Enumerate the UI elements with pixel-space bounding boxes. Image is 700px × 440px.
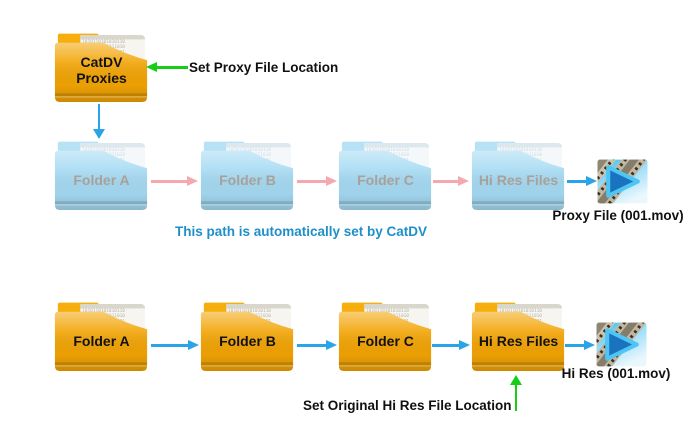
folder-label: Folder A	[73, 172, 130, 188]
hires-folder-b: Folder B	[199, 302, 296, 372]
hires-folder-c: Folder C	[337, 302, 434, 372]
proxy-a-to-b-arrow-icon	[151, 176, 198, 187]
hires-c-to-hires-arrow-icon	[432, 340, 470, 351]
proxy-file-icon	[597, 159, 648, 204]
hires-to-file-arrow-icon	[565, 340, 595, 351]
hires-a-to-b-arrow-icon	[151, 340, 199, 351]
proxy-folder-hires: Hi Res Files	[470, 141, 567, 211]
folder-label: Folder A	[73, 333, 130, 349]
set-proxy-arrow-icon	[146, 62, 188, 73]
folder-label: Hi Res Files	[478, 333, 559, 349]
auto-path-note: This path is automatically set by CatDV	[174, 224, 428, 239]
proxy-folder-c: Folder C	[337, 141, 434, 211]
folder-label: Folder B	[219, 172, 276, 188]
proxy-b-to-c-arrow-icon	[297, 176, 337, 187]
catdv-proxies-folder: CatDV Proxies	[53, 33, 150, 103]
folder-label: CatDV Proxies	[53, 54, 150, 86]
folder-label-line1: CatDV	[80, 54, 123, 70]
set-hires-annotation: Set Original Hi Res File Location	[303, 398, 512, 413]
folder-label: Folder C	[357, 333, 414, 349]
proxy-file-caption: Proxy File (001.mov)	[552, 208, 684, 223]
hires-file-caption: Hi Res (001.mov)	[561, 366, 671, 381]
catdv-to-folder-a-arrow-icon	[93, 104, 105, 139]
hires-folder-hires: Hi Res Files	[470, 302, 567, 372]
proxy-folder-b: Folder B	[199, 141, 296, 211]
folder-label: Folder B	[219, 333, 276, 349]
set-hires-arrow-icon	[510, 375, 522, 411]
proxy-folder-a: Folder A	[53, 141, 150, 211]
set-proxy-annotation: Set Proxy File Location	[189, 60, 339, 75]
folder-label-line2: Proxies	[76, 70, 127, 86]
hires-file-icon	[596, 322, 647, 367]
hires-folder-a: Folder A	[53, 302, 150, 372]
folder-label: Hi Res Files	[478, 172, 559, 188]
proxy-c-to-hires-arrow-icon	[433, 176, 469, 187]
hires-b-to-c-arrow-icon	[297, 340, 337, 351]
folder-label: Folder C	[357, 172, 414, 188]
proxy-hires-to-file-arrow-icon	[567, 176, 597, 187]
